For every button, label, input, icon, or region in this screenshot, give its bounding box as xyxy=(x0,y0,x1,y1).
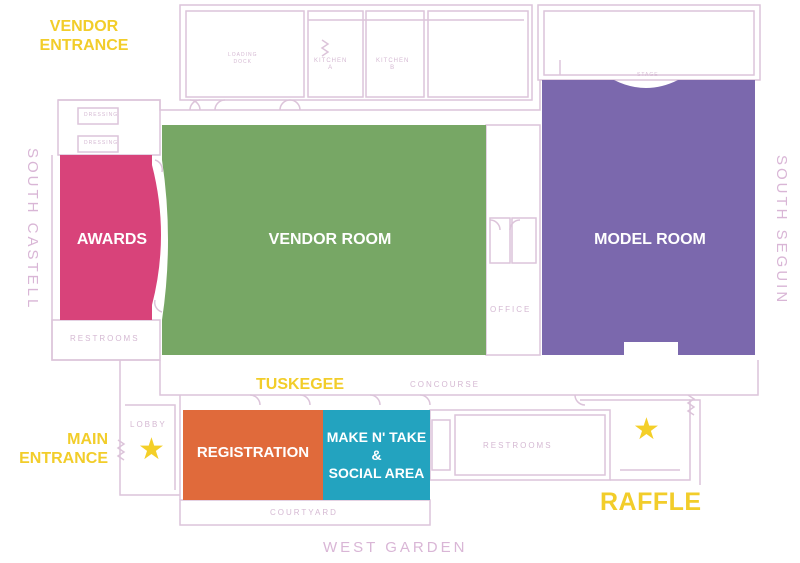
loading-dock-label: LOADING DOCK xyxy=(228,52,258,66)
kitchen-b-label: KITCHEN B xyxy=(376,58,409,72)
vendor-room-label: VENDOR ROOM xyxy=(268,231,392,248)
make-n-take-line1: MAKE N' TAKE xyxy=(326,429,427,445)
stage-label: STAGE xyxy=(637,72,659,78)
south-castell-street-label: SOUTH CASTELL xyxy=(24,148,41,311)
model-room xyxy=(542,80,755,355)
vendor-entrance-line2: ENTRANCE xyxy=(39,37,129,54)
loading-dock-line2: DOCK xyxy=(233,59,252,65)
main-entrance-line2: ENTRANCE xyxy=(19,450,108,467)
restrooms-right-label: RESTROOMS xyxy=(483,441,553,450)
awards-label: AWARDS xyxy=(76,231,148,248)
main-entrance-star-icon: ★ xyxy=(138,432,165,467)
main-entrance-line1: MAIN xyxy=(67,431,108,448)
restrooms-left-label: RESTROOMS xyxy=(70,334,140,343)
west-garden-street-label: WEST GARDEN xyxy=(323,539,468,556)
make-n-take-label: MAKE N' TAKE & SOCIAL AREA xyxy=(323,428,430,482)
raffle-star-icon: ★ xyxy=(633,412,660,447)
main-entrance-label: MAIN ENTRANCE xyxy=(4,430,108,468)
lobby-label: LOBBY xyxy=(130,420,167,429)
south-seguin-street-label: SOUTH SEGUIN xyxy=(773,155,790,306)
make-n-take-line3: SOCIAL AREA xyxy=(328,465,425,481)
concourse-label: CONCOURSE xyxy=(410,380,481,389)
make-n-take-area xyxy=(323,410,430,500)
kitchen-a-label: KITCHEN A xyxy=(314,58,347,72)
courtyard-label: COURTYARD xyxy=(270,508,338,517)
kitchen-b-line2: B xyxy=(390,65,396,71)
awards-room xyxy=(60,155,161,320)
make-n-take-line2: & xyxy=(371,447,382,463)
loading-dock-line1: LOADING xyxy=(228,52,258,58)
kitchen-a-line2: A xyxy=(328,65,334,71)
registration-label: REGISTRATION xyxy=(196,444,310,461)
dressing-room-1-label: DRESSING xyxy=(84,112,119,118)
vendor-room xyxy=(162,125,486,355)
office-label: OFFICE xyxy=(490,305,532,314)
model-room-label: MODEL ROOM xyxy=(594,231,706,248)
kitchen-b-line1: KITCHEN xyxy=(376,58,410,64)
tuskegee-label: TUSKEGEE xyxy=(256,376,345,393)
vendor-entrance-label: VENDOR ENTRANCE xyxy=(34,17,134,55)
vendor-entrance-line1: VENDOR xyxy=(49,18,119,35)
raffle-label: RAFFLE xyxy=(600,488,702,516)
kitchen-a-line1: KITCHEN xyxy=(314,58,348,64)
registration-area xyxy=(183,410,323,500)
dressing-room-2-label: DRESSING xyxy=(84,140,119,146)
